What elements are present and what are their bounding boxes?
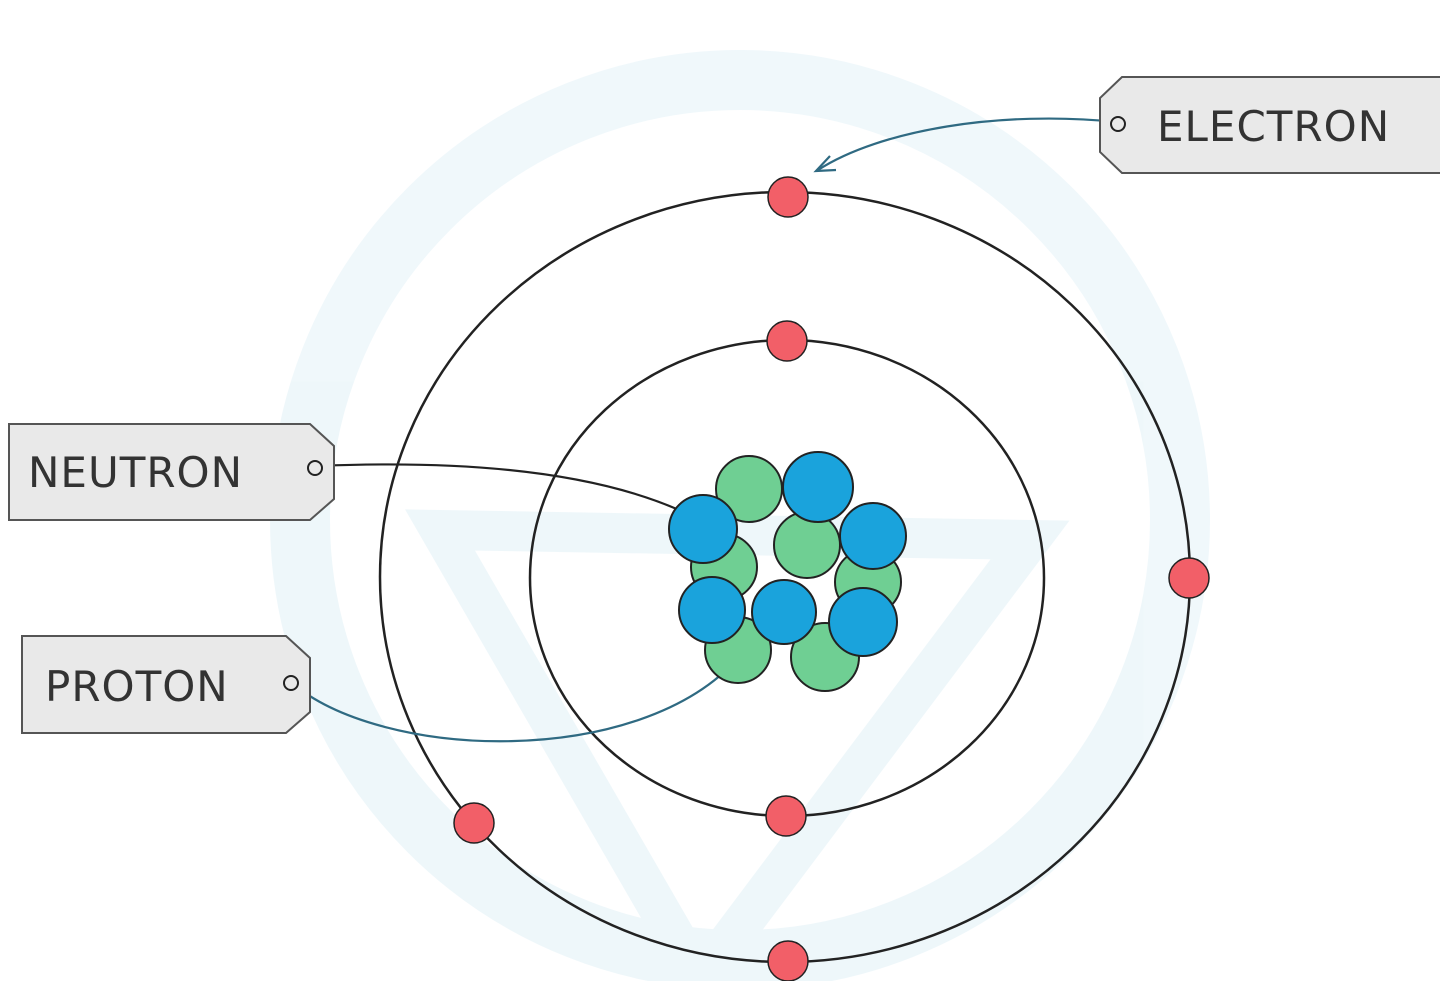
electron-anchor-icon xyxy=(1110,116,1126,132)
neutron-particle xyxy=(678,576,746,644)
electron-leader xyxy=(817,117,1118,171)
proton-particle xyxy=(773,511,841,579)
proton-label: PROTON xyxy=(21,635,311,734)
neutron-leader xyxy=(316,463,695,518)
electron-particle xyxy=(453,802,495,844)
electron-label: ELECTRON xyxy=(1099,76,1440,174)
neutron-particle xyxy=(782,451,854,523)
electrons xyxy=(453,176,1210,981)
neutron-label-text: NEUTRON xyxy=(28,448,243,497)
neutron-label: NEUTRON xyxy=(8,423,335,521)
electron-arrowhead xyxy=(813,155,837,173)
proton-particle xyxy=(715,455,783,523)
electron-label-text: ELECTRON xyxy=(1157,102,1390,151)
neutron-particle xyxy=(828,587,898,657)
inner-orbit xyxy=(528,338,1046,818)
proton-leader xyxy=(290,656,740,743)
electron-particle xyxy=(1168,557,1210,599)
neutron-particle xyxy=(751,579,817,645)
watermark xyxy=(270,50,1210,981)
nucleus xyxy=(668,451,907,692)
leader-lines xyxy=(290,117,1118,743)
neutron-particle xyxy=(839,502,907,570)
neutron-particle xyxy=(668,494,738,564)
neutron-anchor-icon xyxy=(307,460,323,476)
electron-particle xyxy=(767,176,809,218)
electron-particle xyxy=(766,320,808,362)
electron-particle xyxy=(767,940,809,981)
proton-anchor-icon xyxy=(283,675,299,691)
electron-particle xyxy=(765,795,807,837)
proton-label-text: PROTON xyxy=(45,662,229,711)
